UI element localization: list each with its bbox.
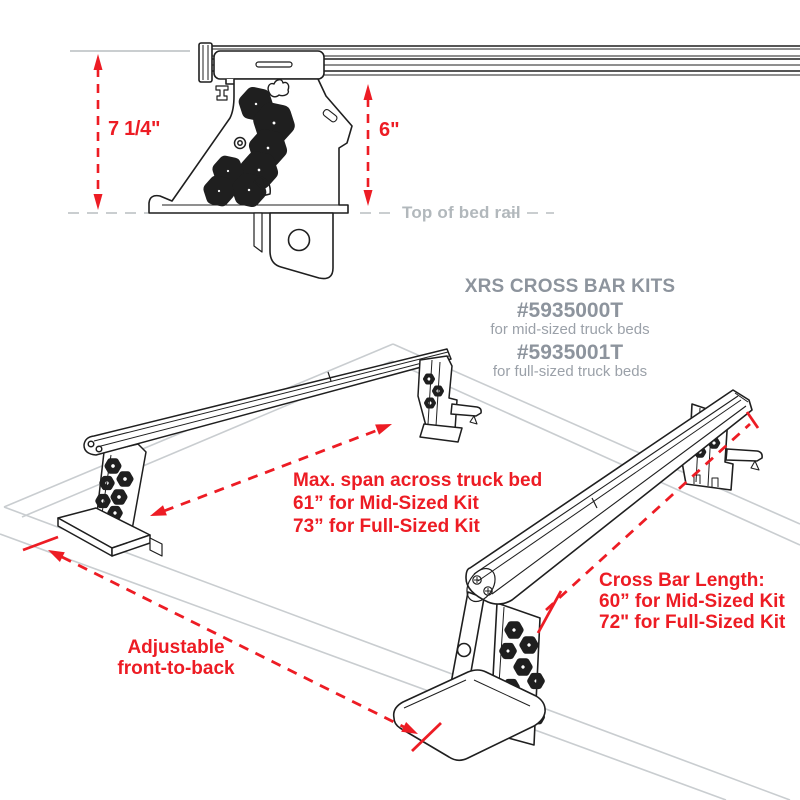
- red-annotations: [22, 54, 760, 753]
- cross-bar-length-annotation: Cross Bar Length: 60” for Mid-Sized Kit …: [599, 570, 785, 633]
- title-block: XRS CROSS BAR KITS #5935000T for mid-siz…: [400, 276, 740, 384]
- cross-bar-length-line: [536, 411, 760, 634]
- max-span-line3: 73” for Full-Sized Kit: [293, 516, 480, 537]
- adjustable-line1: Adjustable: [127, 637, 225, 658]
- max-span-line2: 61” for Mid-Sized Kit: [293, 493, 479, 514]
- end-cap-screws: [472, 575, 493, 596]
- adjustable-arrow: [22, 535, 442, 753]
- crossbar-assembly-left: [57, 348, 482, 557]
- dim-label-bar-height: 6": [379, 119, 400, 141]
- part-number-mid: #5935000T: [516, 299, 624, 322]
- left-far-bracket: [417, 355, 482, 443]
- part-desc-full: for full-sized truck beds: [492, 363, 648, 380]
- part-desc-mid: for mid-sized truck beds: [490, 321, 650, 338]
- side-view-guides: [68, 50, 554, 214]
- cbl-line1: Cross Bar Length:: [599, 570, 765, 591]
- rhino-logo: [267, 79, 290, 98]
- dim-arrow-bar-height: [363, 84, 373, 206]
- max-span-annotation: Max. span across truck bed 61” for Mid-S…: [293, 469, 542, 538]
- top-of-bed-rail-label: Top of bed rail: [402, 203, 521, 222]
- max-span-arrow: [150, 424, 392, 516]
- side-view-assembly: [148, 42, 800, 280]
- adjustable-annotation: Adjustable front-to-back: [76, 637, 276, 679]
- dim-arrow-bracket-height: [93, 54, 103, 210]
- cbl-line3: 72" for Full-Sized Kit: [599, 612, 786, 633]
- crossbar-assembly-right: [392, 389, 763, 762]
- max-span-line1: Max. span across truck bed: [293, 470, 543, 491]
- dim-label-bracket-height: 7 1/4": [108, 118, 161, 140]
- honeycomb-cutouts: [209, 93, 288, 200]
- adjustable-line2: front-to-back: [117, 658, 235, 679]
- part-number-full: #5935001T: [516, 341, 624, 364]
- cbl-line2: 60” for Mid-Sized Kit: [599, 591, 785, 612]
- kit-title: XRS CROSS BAR KITS: [464, 276, 676, 297]
- bracket-side-plate: [148, 78, 353, 280]
